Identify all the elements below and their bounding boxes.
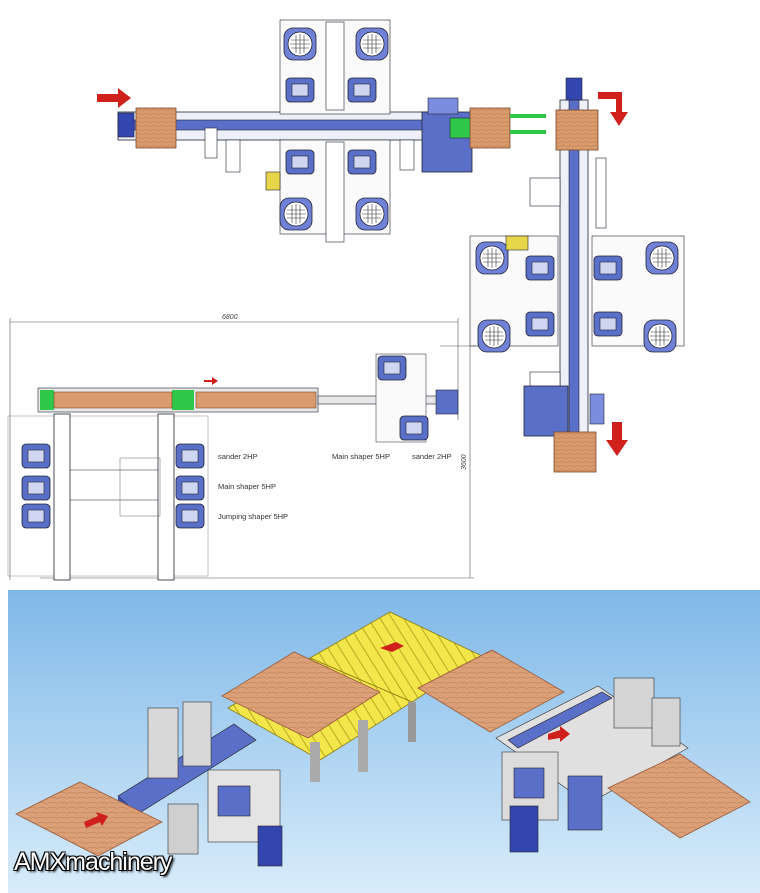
wood-panel [15,781,163,857]
side-elevation: 6800 3600 sander 2HP Main shaper 5HP Jum… [7,314,476,581]
label-main-shaper-left: Main shaper 5HP [218,482,276,491]
label-main-shaper-top: Main shaper 5HP [332,452,390,461]
brand-watermark: AMXmachinery [14,848,172,876]
label-jumping-shaper-left: Jumping shaper 5HP [218,512,288,521]
wood-panel [553,431,597,473]
label-sander-top: sander 2HP [412,452,452,461]
label-sander-left: sander 2HP [218,452,258,461]
wood-panel [469,107,511,149]
wood-panel [135,107,177,149]
exit-arrow-icon [606,422,628,456]
wood-panel [555,109,599,151]
turn-arrow-icon [598,92,628,126]
render-3d [8,590,760,893]
right-machine-plan [469,77,685,473]
wood-panel [417,649,565,733]
top-machine-plan [117,19,546,243]
right-machine-3d [495,677,751,853]
left-machine-3d [15,701,283,867]
feed-arrow-icon [97,88,131,108]
dimension-height: 3600 [461,454,468,470]
wood-panel [607,753,751,839]
technical-drawing: 6800 3600 sander 2HP Main shaper 5HP Jum… [7,19,685,581]
dimension-width: 6800 [222,314,238,321]
wood-panel [221,651,381,739]
